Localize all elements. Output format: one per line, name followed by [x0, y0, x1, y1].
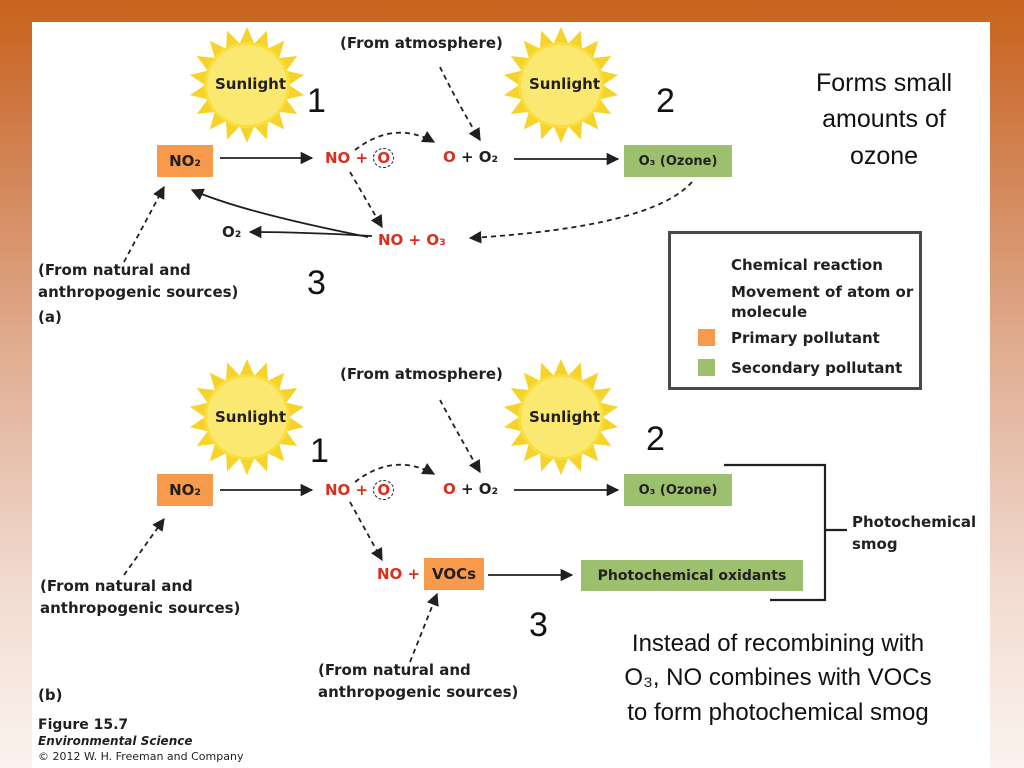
sources-b-bottom-line2: anthropogenic sources)	[318, 682, 519, 701]
vocs-box: VOCs	[424, 558, 484, 590]
no-plus-o3-label-a: NO + O₃	[378, 231, 446, 249]
o-plus-o2-label-b: O + O₂	[443, 480, 498, 498]
legend-primary: Primary pollutant	[731, 329, 880, 347]
arrow-sources-to-no2-a	[123, 185, 165, 263]
plus-o2-text-a: + O₂	[461, 148, 499, 166]
arrow-no-down-b	[349, 501, 383, 562]
note-b: Instead of recombining with O₃, NO combi…	[587, 627, 969, 730]
sunlight-label-b1: Sunlight	[215, 408, 287, 426]
no2-box-a: NO₂	[157, 145, 213, 177]
smog-label: Photochemical smog	[852, 512, 976, 556]
smog-label-line1: Photochemical	[852, 513, 977, 531]
ozone-box-a: O₃ (Ozone)	[624, 145, 732, 177]
o-plus-o2-label-a: O + O₂	[443, 148, 498, 166]
slide: Sunlight Sunlight Sunlight Sunlight (Fro…	[32, 22, 990, 768]
figure-caption: Figure 15.7 Environmental Science © 2012…	[38, 716, 243, 764]
o-text-b: O	[443, 480, 456, 498]
no-plus-text-b: NO +	[325, 481, 369, 499]
sunlight-label-a1: Sunlight	[215, 75, 287, 93]
no-plus-label-a: NO + O	[325, 148, 395, 168]
sunlight-label-b2: Sunlight	[529, 408, 601, 426]
arrow-ozone-to-no-o3-a	[468, 181, 693, 244]
ozone-box-b: O₃ (Ozone)	[624, 474, 732, 506]
note-b-line1: Instead of recombining with	[631, 630, 925, 657]
step-3-b: 3	[529, 606, 548, 644]
arrow-from-atmosphere-a	[439, 66, 481, 142]
smog-label-line2: smog	[852, 534, 898, 553]
o-text-a: O	[443, 148, 456, 166]
no-plus-label-b: NO + O	[325, 480, 395, 500]
legend-secondary: Secondary pollutant	[731, 359, 903, 377]
note-a: Forms small amounts of ozone	[780, 65, 988, 174]
step-1-a: 1	[307, 82, 326, 120]
sun-a1	[189, 27, 305, 143]
note-b-line3: to form photochemical smog	[627, 698, 929, 726]
panel-label-a: (a)	[38, 308, 62, 326]
sun-b2	[502, 359, 620, 475]
no-plus-text-a: NO +	[325, 149, 369, 167]
arrow-back-to-no2-a	[190, 188, 369, 238]
panel-label-b: (b)	[38, 686, 63, 704]
figure-number: Figure 15.7	[38, 717, 129, 733]
diagram-arrows	[123, 27, 847, 663]
oxidants-box: Photochemical oxidants	[581, 560, 803, 591]
copyright: © 2012 W. H. Freeman and Company	[38, 749, 244, 763]
step-2-a: 2	[656, 82, 675, 120]
arrow-o-transfer-b	[354, 463, 436, 483]
arrow-no-down-a	[349, 171, 383, 229]
legend-chemical-reaction: Chemical reaction	[731, 256, 883, 274]
sources-label-b-bottom: (From natural and anthropogenic sources)	[318, 660, 518, 704]
o-atom-a: O	[373, 148, 395, 168]
arrow-o-transfer-a	[354, 131, 436, 151]
from-atmosphere-b: (From atmosphere)	[340, 365, 503, 383]
sun-b1	[188, 359, 306, 475]
sources-label-a: (From natural and anthropogenic sources)	[38, 260, 238, 304]
sources-b-line1: (From natural and	[40, 577, 193, 595]
legend-primary-swatch	[698, 329, 715, 346]
legend-secondary-swatch	[698, 359, 715, 376]
sun-a2	[502, 27, 620, 143]
sources-b-line2: anthropogenic sources)	[40, 598, 241, 617]
note-a-line1: Forms small	[815, 69, 953, 97]
o-atom-b: O	[373, 480, 395, 500]
no-plus-label-b2: NO +	[377, 565, 421, 583]
note-a-line2: amounts of	[822, 105, 946, 134]
sources-label-b: (From natural and anthropogenic sources)	[40, 576, 240, 620]
plus-o2-text-b: + O₂	[461, 480, 499, 498]
smog-bracket	[724, 463, 827, 602]
book-title: Environmental Science	[38, 734, 193, 749]
legend-movement: Movement of atom or molecule	[731, 283, 914, 322]
arrow-sources-to-vocs	[409, 592, 439, 663]
sources-line1-a: (From natural and	[38, 261, 191, 279]
from-atmosphere-a: (From atmosphere)	[340, 34, 503, 52]
step-2-b: 2	[646, 420, 665, 458]
no2-box-b: NO₂	[157, 474, 213, 506]
sources-b-bottom-line1: (From natural and	[318, 661, 471, 679]
sources-line2-a: anthropogenic sources)	[38, 282, 239, 301]
sunlight-label-a2: Sunlight	[529, 75, 601, 93]
note-b-line2: O₃, NO combines with VOCs	[624, 664, 932, 692]
arrow-from-atmosphere-b	[439, 399, 481, 474]
note-a-line3: ozone	[849, 141, 919, 170]
step-3-a: 3	[307, 264, 326, 302]
arrow-sources-to-no2-b	[123, 517, 165, 576]
step-1-b: 1	[310, 432, 329, 470]
o2-label-a: O₂	[222, 223, 242, 241]
legend: Chemical reaction Movement of atom or mo…	[668, 231, 922, 390]
